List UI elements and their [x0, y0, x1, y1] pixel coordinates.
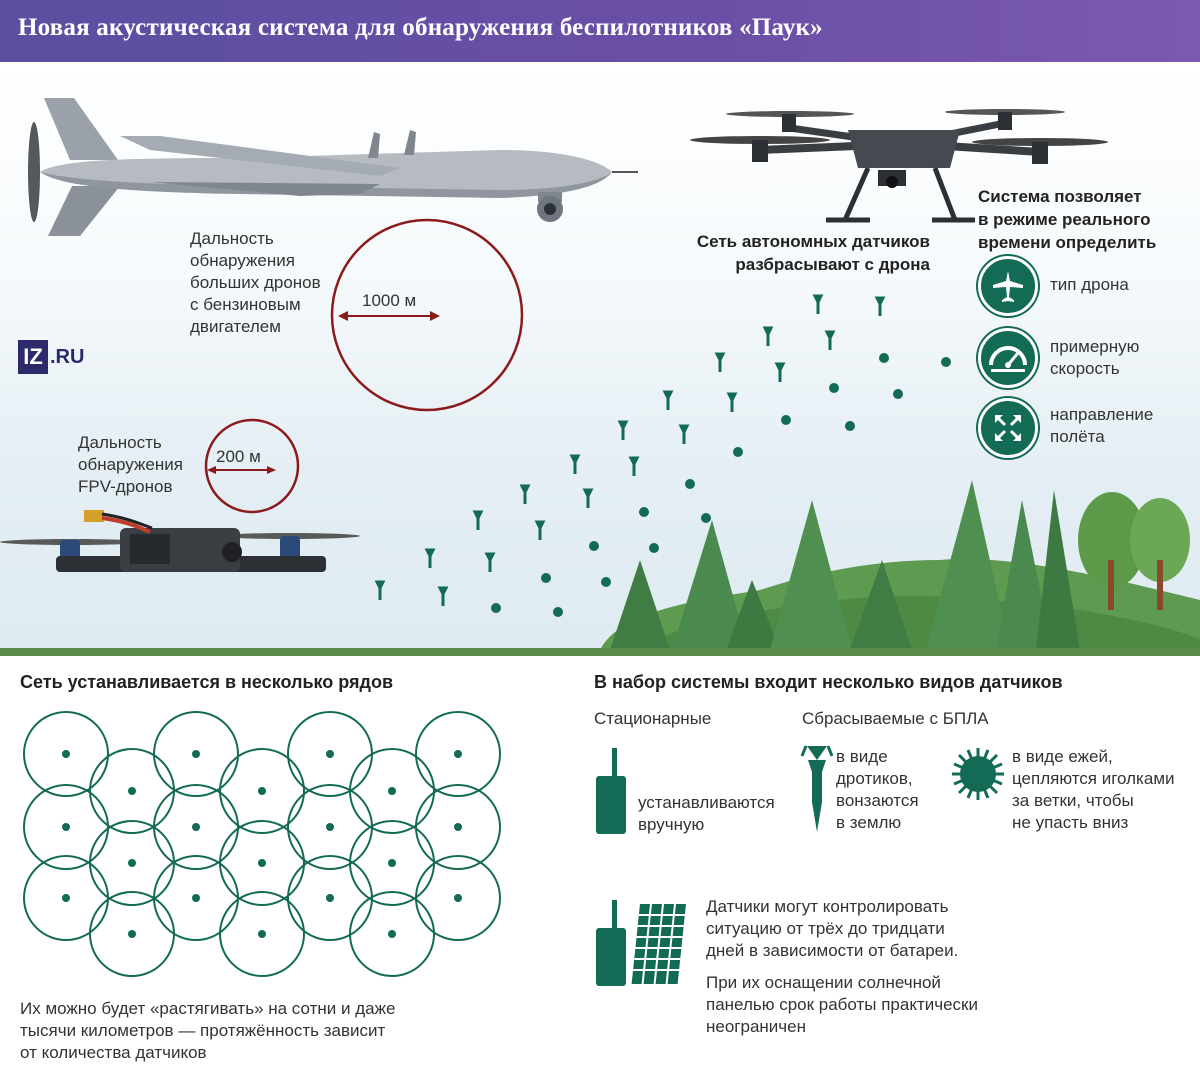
- fpv-label-line: обнаружения: [78, 455, 183, 474]
- airplane-icon: [978, 256, 1038, 316]
- dart-description-line: вонзаются: [836, 791, 919, 810]
- large-drone-label: Дальность обнаружения больших дронов с б…: [190, 228, 321, 338]
- large-drone-image: [28, 98, 638, 236]
- dart-description-line: в землю: [836, 813, 902, 832]
- direction-arrows-icon: [978, 398, 1038, 458]
- iz-ru-logo: IZ .RU: [18, 340, 84, 374]
- hedgehog-description-line: за ветки, чтобы: [1012, 791, 1134, 810]
- fpv-drone-image: [0, 510, 360, 572]
- hedgehog-description-line: в виде ежей,: [1012, 747, 1113, 766]
- large-drone-label-line: обнаружения: [190, 251, 295, 270]
- ground-line: [0, 648, 1200, 656]
- stationary-sensor-icon: [596, 748, 626, 834]
- fpv-range-value: 200 м: [216, 447, 261, 466]
- large-drone-label-line: больших дронов: [190, 273, 321, 292]
- large-drone-label-line: двигателем: [190, 317, 281, 336]
- hedgehog-description-line: не упасть вниз: [1012, 813, 1129, 832]
- capabilities-title-line: в режиме реального: [978, 210, 1151, 229]
- dropped-heading: Сбрасываемые с БПЛА: [802, 709, 989, 728]
- grid-caption-line: тысячи километров — протяжённость зависи…: [20, 1021, 386, 1040]
- grid-caption-line: от количества датчиков: [20, 1043, 207, 1062]
- forest-image: [600, 480, 1200, 650]
- page-title: Новая акустическая система для обнаружен…: [18, 14, 823, 41]
- fpv-range-circle: [204, 418, 300, 514]
- capability-label-line: полёта: [1050, 427, 1105, 446]
- stationary-heading: Стационарные: [594, 709, 712, 728]
- grid-section-title: Сеть устанавливается в несколько рядов: [20, 672, 394, 692]
- large-drone-label-line: Дальность: [190, 229, 274, 248]
- battery-text-line: При их оснащении солнечной: [706, 973, 941, 992]
- deploy-caption-line: разбрасывают с дрона: [735, 255, 930, 274]
- quadcopter-image: [690, 109, 1108, 223]
- hedgehog-description-line: цепляются иголками: [1012, 769, 1175, 788]
- header-bar: Новая акустическая система для обнаружен…: [0, 0, 1200, 62]
- falling-sensors: [374, 294, 951, 617]
- capability-label-line: скорость: [1050, 359, 1120, 378]
- stationary-description: устанавливаются вручную: [638, 792, 775, 836]
- sensor-grid-diagram: [23, 711, 501, 977]
- dart-description: в виде дротиков, вонзаются в землю: [836, 746, 919, 834]
- speedometer-icon: [978, 328, 1038, 388]
- capabilities-title-line: времени определить: [978, 233, 1157, 252]
- large-drone-range-circle: [330, 218, 524, 412]
- logo-mark: IZ: [18, 340, 48, 374]
- capability-label-speed: примерную скорость: [1050, 336, 1139, 380]
- capabilities-title-line: Система позволяет: [978, 187, 1142, 206]
- capabilities-title: Система позволяет в режиме реального вре…: [978, 185, 1156, 254]
- kit-section-title: В набор системы входит несколько видов д…: [594, 672, 1063, 692]
- capability-label-line: примерную: [1050, 337, 1140, 356]
- battery-text-line: ситуацию от трёх до тридцати: [706, 919, 945, 938]
- stationary-description-line: устанавливаются: [638, 793, 775, 812]
- grid-caption-line: Их можно будет «растягивать» на сотни и …: [20, 999, 396, 1018]
- battery-text-line: Датчики могут контролировать: [706, 897, 949, 916]
- solar-sensor-icon: [596, 900, 686, 986]
- main-illustration: [0, 98, 1200, 650]
- capability-label-type: тип дрона: [1050, 274, 1129, 296]
- dart-sensor-icon: [800, 745, 834, 832]
- battery-text-2: При их оснащении солнечной панелью срок …: [706, 972, 978, 1038]
- hedgehog-sensor-icon: [952, 748, 1004, 800]
- grid-caption: Их можно будет «растягивать» на сотни и …: [20, 998, 395, 1064]
- large-drone-label-line: с бензиновым: [190, 295, 301, 314]
- fpv-label-line: Дальность: [78, 433, 162, 452]
- battery-text-line: панелью срок работы практически: [706, 995, 978, 1014]
- capability-label-direction: направление полёта: [1050, 404, 1153, 448]
- dart-description-line: в виде: [836, 747, 888, 766]
- logo-suffix: .RU: [50, 345, 85, 368]
- battery-text-line: дней в зависимости от батареи.: [706, 941, 959, 960]
- stationary-description-line: вручную: [638, 815, 705, 834]
- large-drone-range-value: 1000 м: [362, 291, 417, 310]
- capability-label-line: направление: [1050, 405, 1154, 424]
- fpv-label-line: FPV-дронов: [78, 477, 173, 496]
- deploy-caption-line: Сеть автономных датчиков: [696, 232, 930, 251]
- battery-text-1: Датчики могут контролировать ситуацию от…: [706, 896, 958, 962]
- deploy-caption: Сеть автономных датчиков разбрасывают с …: [690, 230, 930, 276]
- fpv-drone-label: Дальность обнаружения FPV-дронов: [78, 432, 183, 498]
- capability-label-line: тип дрона: [1050, 275, 1129, 294]
- battery-text-line: неограничен: [706, 1017, 806, 1036]
- hedgehog-description: в виде ежей, цепляются иголками за ветки…: [1012, 746, 1175, 834]
- dart-description-line: дротиков,: [836, 769, 913, 788]
